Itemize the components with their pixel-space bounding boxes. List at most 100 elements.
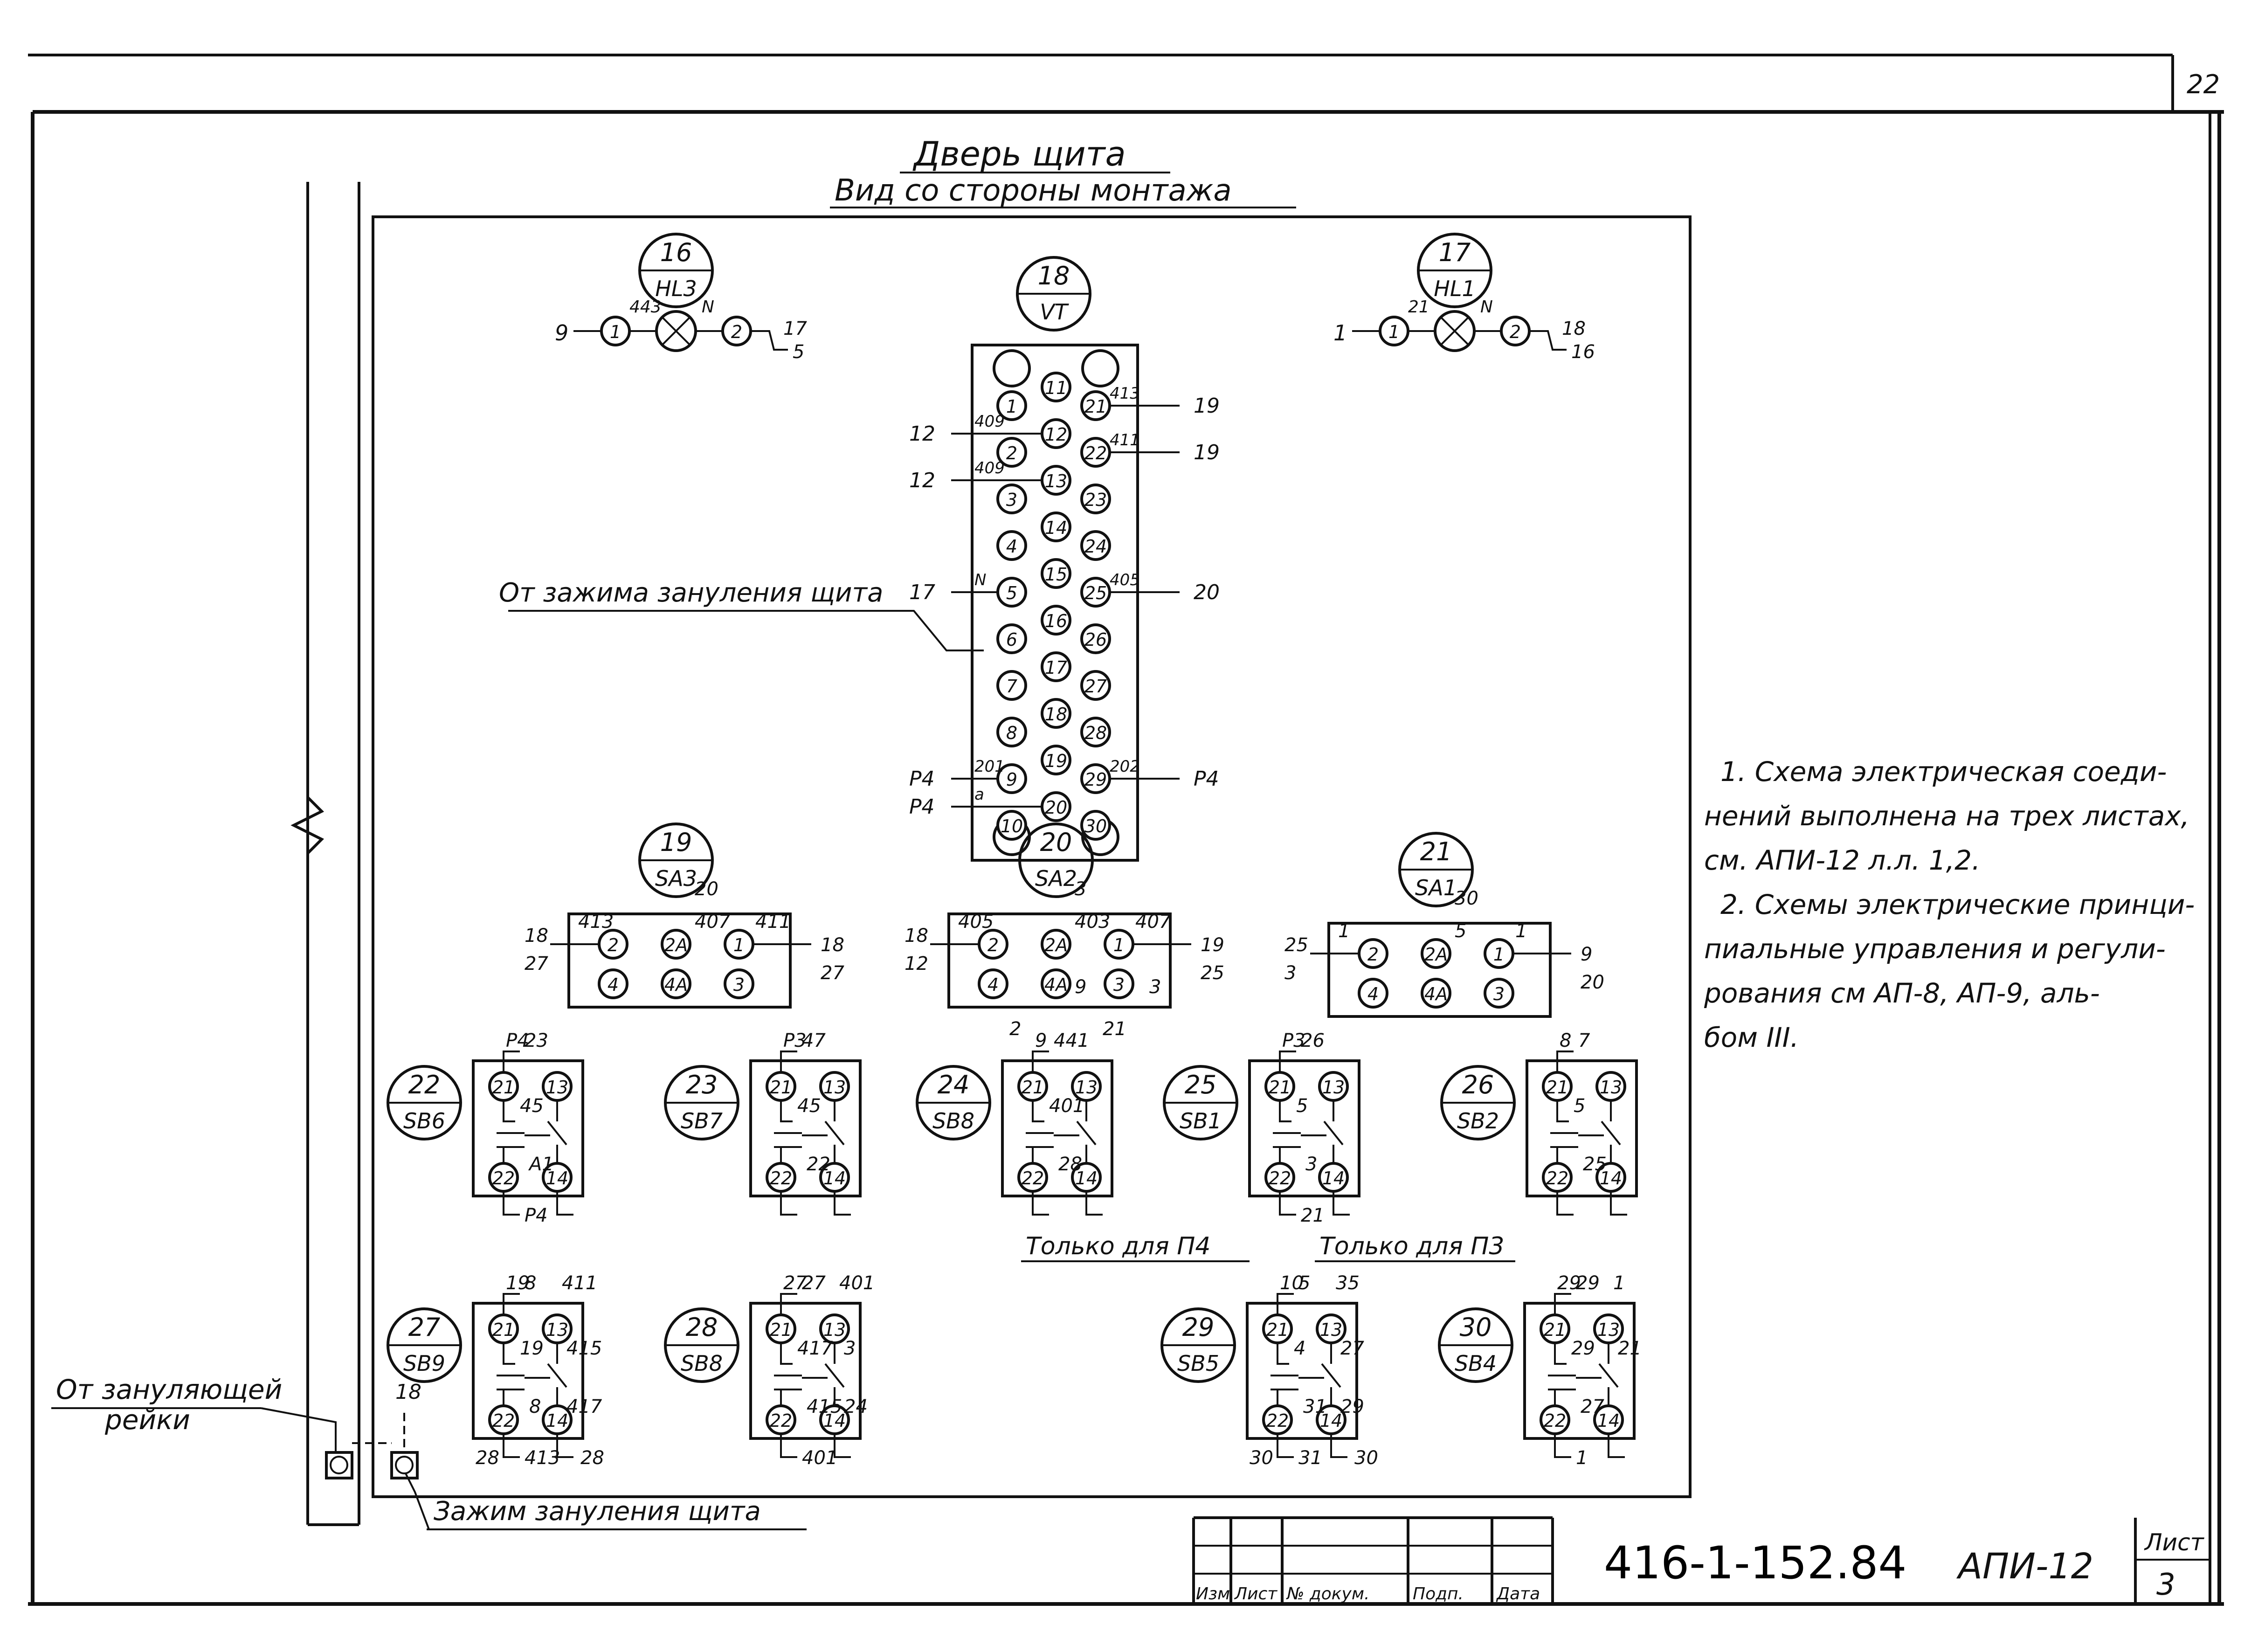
terminal-number: 1 — [1493, 944, 1505, 965]
note-line-2: нений выполнена на трех листах, — [1704, 800, 2189, 832]
terminal-number: 14 — [1600, 1168, 1622, 1189]
wire — [1554, 1343, 1567, 1365]
designator-ref: HL3 — [655, 276, 697, 301]
terminal-number: 4 — [1006, 536, 1017, 557]
terminal: 3 — [1104, 968, 1134, 999]
terminal: 21 — [1262, 1313, 1293, 1344]
vt-wire: Р4 — [909, 795, 935, 819]
designator-number: 18 — [1038, 261, 1070, 290]
wire — [556, 1434, 573, 1458]
pushbutton-wire-label: 35 — [1336, 1272, 1360, 1294]
terminal-number: 22 — [1022, 1168, 1044, 1189]
terminal: 14 — [819, 1404, 850, 1435]
terminal: 12 — [1041, 418, 1071, 449]
pushbutton-wire-label: 8 — [1560, 1030, 1571, 1051]
terminal-number: 21 — [770, 1320, 792, 1340]
pushbutton-wire-label: 25 — [1583, 1154, 1607, 1175]
terminal-number: 4А — [664, 975, 688, 995]
terminal-number: 2А — [664, 935, 688, 955]
lamp-l-mark: 443 — [629, 297, 662, 317]
mount-hole — [1081, 349, 1119, 387]
pushbutton-wire-label: 401 — [839, 1272, 875, 1294]
terminal-circle — [996, 390, 1027, 421]
switch-wire-label: 3 — [1149, 976, 1161, 998]
wire — [503, 1434, 520, 1458]
terminal: 22 — [1542, 1162, 1573, 1193]
wire — [1032, 1100, 1044, 1122]
designator-number: 23 — [686, 1070, 718, 1099]
terminal: 3 — [1484, 978, 1514, 1009]
pushbutton-wire-label: 441 — [1054, 1030, 1089, 1051]
terminal-circle — [996, 623, 1027, 654]
terminal-number: 22 — [492, 1410, 515, 1431]
terminal-number: 3 — [1493, 984, 1505, 1004]
stamp-col-sign: Подп. — [1413, 1584, 1464, 1604]
pushbutton-wire-label: 22 — [807, 1154, 830, 1175]
terminal: 26 — [1080, 623, 1111, 654]
terminal-circle — [1041, 929, 1071, 960]
terminal-number: 21 — [1266, 1320, 1289, 1340]
terminal-circle — [1484, 978, 1514, 1009]
terminal-number: 30 — [1084, 816, 1107, 836]
terminal-number: 21 — [1269, 1077, 1291, 1098]
terminal-circle — [1080, 670, 1111, 701]
terminal: 21 — [766, 1071, 796, 1102]
pushbutton-wire-label: 27 — [1340, 1338, 1364, 1359]
terminal-circle — [1041, 745, 1071, 775]
terminal-number: 14 — [1597, 1410, 1620, 1431]
terminal: 21 — [488, 1313, 519, 1344]
lamp-right-a: 18 — [1562, 318, 1586, 339]
terminal-number: 2 — [987, 935, 999, 955]
terminal-number: 7 — [1006, 676, 1017, 697]
switch-wire-label: 407 — [1135, 911, 1171, 933]
terminal: 15 — [1041, 558, 1071, 589]
pushbutton-wire-label: 27 — [802, 1272, 826, 1294]
switch-wire-label: 12 — [905, 953, 928, 975]
terminal: 2 — [721, 316, 752, 346]
vt-mark: а — [974, 785, 984, 804]
vt-wire: Р4 — [1194, 767, 1219, 791]
terminal: 14 — [542, 1404, 573, 1435]
vt-mark: 413 — [1110, 384, 1140, 403]
wire — [503, 1293, 520, 1315]
panel-door — [290, 182, 1692, 1526]
terminal-circle — [1041, 698, 1071, 729]
note-line-5: пиальные управления и регули- — [1704, 933, 2166, 965]
terminal: 21 — [1542, 1071, 1573, 1102]
terminal-number: 4 — [987, 975, 999, 995]
from-rail-label: От зануляющей — [56, 1374, 282, 1405]
switch-body — [567, 912, 792, 1009]
terminal-number: 3 — [733, 975, 745, 995]
lamp-l-mark: 21 — [1408, 297, 1429, 317]
terminal-number: 14 — [823, 1168, 846, 1189]
pushbutton-wire-label: 29 — [1571, 1338, 1595, 1359]
wire — [1598, 1363, 1619, 1388]
terminal-circle — [996, 484, 1027, 514]
terminal: 22 — [1540, 1404, 1570, 1435]
terminal: 4 — [996, 530, 1027, 561]
lamp-right-b: 16 — [1571, 341, 1595, 363]
pushbutton-wire-label: 8 — [525, 1272, 536, 1294]
terminal: 22 — [766, 1404, 796, 1435]
stamp-col-izm: Изм — [1196, 1584, 1230, 1604]
terminal: 14 — [1316, 1404, 1347, 1435]
wire — [1279, 1100, 1291, 1122]
terminal-number: 21 — [1084, 396, 1107, 417]
terminal-number: 21 — [1546, 1077, 1568, 1098]
terminal: 22 — [1080, 437, 1111, 468]
wire — [1323, 1120, 1344, 1146]
wire — [1608, 1434, 1625, 1458]
switch-wire-label: 9 — [1075, 976, 1086, 998]
switch-wire-label: 18 — [821, 934, 844, 956]
terminal-number: 1 — [610, 322, 621, 342]
terminal-number: 20 — [1045, 797, 1067, 818]
terminal-circle — [978, 968, 1008, 999]
lamp-icon — [1434, 310, 1476, 352]
terminal: 21 — [1017, 1071, 1048, 1102]
wire — [1529, 330, 1567, 351]
